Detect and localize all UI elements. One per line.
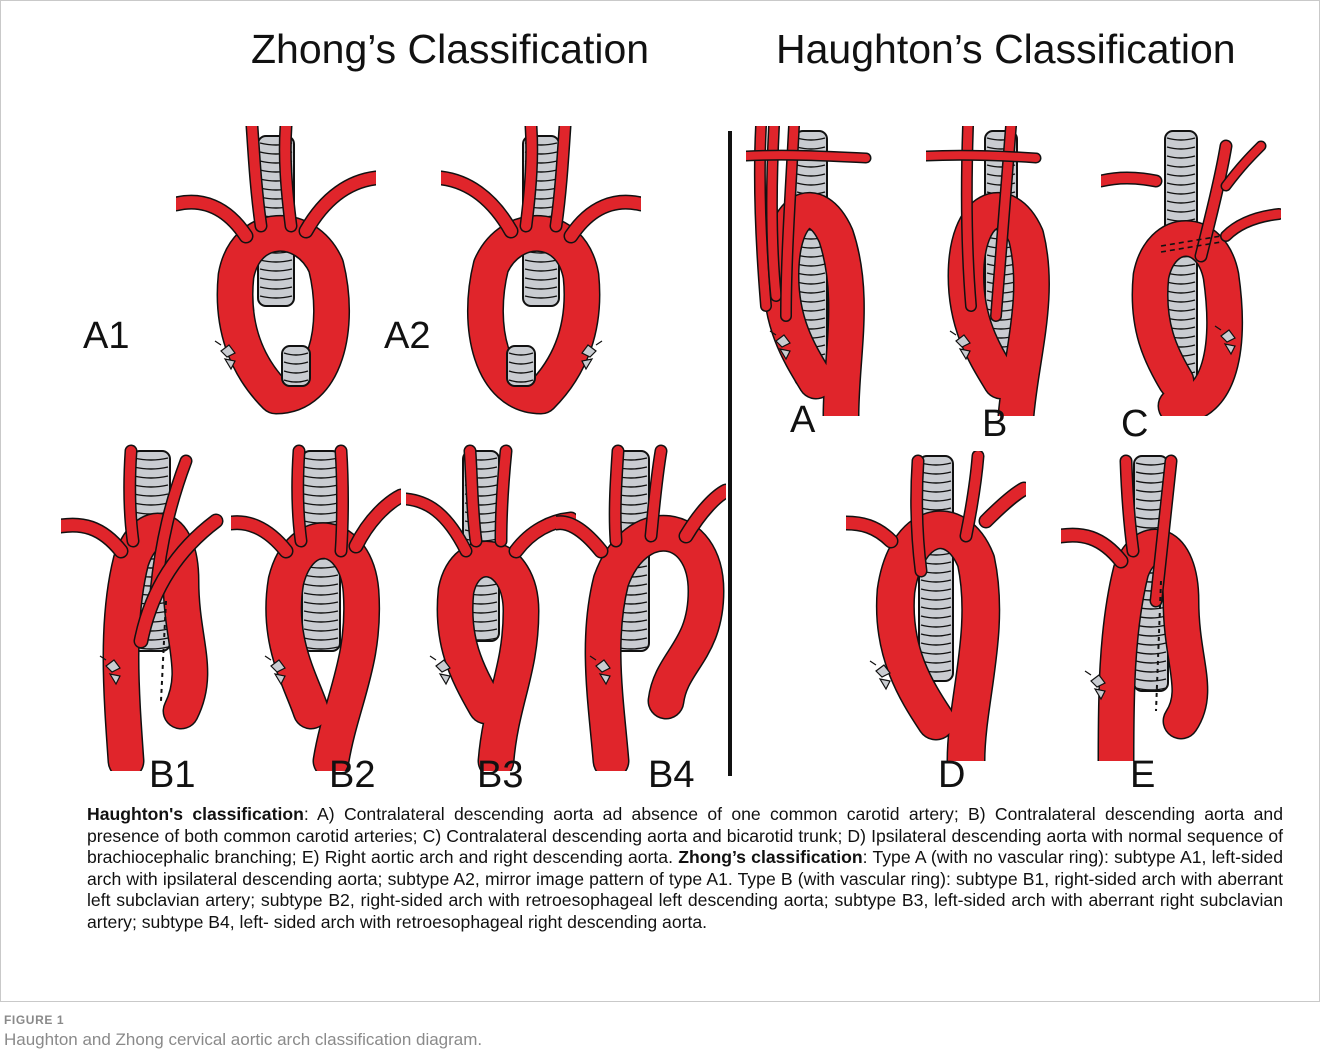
illustration-haughton-a	[746, 126, 916, 416]
illustration-haughton-c	[1101, 126, 1281, 416]
illustration-zhong-b2	[231, 441, 401, 771]
figure-frame: Zhong’s Classification Haughton’s Classi…	[0, 0, 1320, 1002]
panel-label-b3: B3	[477, 756, 523, 794]
subclavian-artery	[231, 523, 286, 551]
haughton-title: Haughton’s Classification	[776, 29, 1236, 70]
subclavian-artery	[846, 523, 891, 541]
illustration-haughton-b	[926, 126, 1096, 416]
illustration-zhong-b3	[406, 441, 576, 771]
subclavian-artery	[1101, 178, 1156, 181]
zhong-caption-heading: Zhong’s classification	[678, 847, 862, 867]
carotid-artery	[526, 126, 532, 226]
carotid-artery	[470, 451, 476, 541]
illustration-haughton-d	[846, 451, 1026, 761]
panel-label-e: E	[1130, 756, 1155, 794]
illustration-zhong-a2	[441, 126, 641, 426]
subclavian-artery	[61, 525, 121, 551]
subclavian-artery	[1061, 535, 1121, 561]
zhong-title: Zhong’s Classification	[251, 29, 649, 70]
haughton-caption-heading: Haughton's classification	[87, 804, 304, 824]
illustration-zhong-b4	[556, 441, 726, 771]
carotid-artery	[341, 451, 343, 551]
panel-label-a2: A2	[384, 317, 430, 355]
carotid-artery	[130, 451, 133, 541]
carotid-artery	[917, 461, 921, 571]
figure-caption: Haughton and Zhong cervical aortic arch …	[4, 1030, 482, 1050]
panel-label-b2: B2	[329, 756, 375, 794]
mirrored-group	[441, 126, 641, 396]
carotid-artery	[615, 451, 618, 541]
subclavian-artery	[571, 202, 641, 236]
panel-label-a1: A1	[83, 317, 129, 355]
illustration-haughton-e	[1061, 451, 1241, 761]
carotid-artery	[501, 451, 506, 541]
carotid-artery	[298, 451, 301, 541]
illustration-zhong-a1	[176, 126, 376, 426]
panel-label-a: A	[790, 401, 815, 439]
figure-label: FIGURE 1	[4, 1013, 64, 1027]
aortic-arch	[603, 533, 706, 761]
panel-label-d: D	[938, 756, 965, 794]
subclavian-artery	[746, 155, 866, 158]
section-divider	[728, 131, 732, 776]
panel-label-c: C	[1121, 405, 1148, 443]
illustration-zhong-b1	[61, 441, 231, 771]
legend-text: Haughton's classification: A) Contralate…	[87, 804, 1283, 933]
panel-label-b1: B1	[149, 756, 195, 794]
carotid-artery	[285, 126, 291, 226]
subclavian-artery	[926, 155, 1036, 158]
panel-label-b4: B4	[648, 756, 694, 794]
panel-label-b: B	[982, 405, 1007, 443]
subclavian-artery	[176, 202, 246, 236]
